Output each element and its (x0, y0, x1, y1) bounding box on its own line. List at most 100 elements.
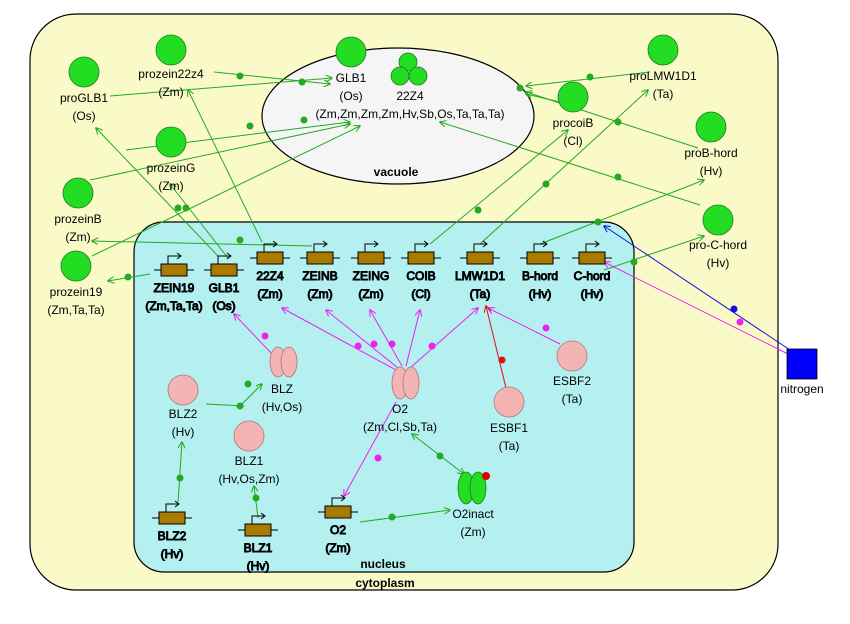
gene-COIB[interactable]: COIB(Cl) (401, 240, 441, 302)
gene-label-Chord: C-hord(Hv) (574, 269, 611, 301)
gene-ZEING[interactable]: ZEING(Zm) (351, 240, 391, 302)
ESBF2-node[interactable] (556, 340, 588, 372)
proChord-node[interactable] (702, 204, 734, 236)
procoiB-node[interactable] (557, 81, 589, 113)
GLB1-node[interactable] (335, 36, 367, 68)
gene-label-COIB: COIB(Cl) (406, 269, 435, 301)
gene-label-LMW1D1: LMW1D1(Ta) (455, 269, 505, 301)
edge-ZEING-prozeinG (170, 184, 229, 259)
reaction-dots-green (124, 72, 638, 521)
gene-label-Z24g: 22Z4(Zm) (256, 269, 284, 301)
gene-ZEINB[interactable]: ZEINB(Zm) (300, 240, 340, 302)
BLZ-node[interactable] (269, 346, 298, 378)
O2-label: O2(Zm,Cl,Sb,Ta) (363, 402, 437, 434)
gene-label-GLB1g: GLB1(Os) (209, 281, 240, 313)
ESBF1-label: ESBF1(Ta) (490, 421, 528, 453)
gene-LMW1D1[interactable]: LMW1D1(Ta) (454, 240, 506, 302)
prozeinG-label: prozeinG(Zm) (147, 161, 196, 193)
edge-O2-COIB (405, 310, 420, 367)
gene-label-O2g: O2(Zm) (325, 523, 350, 555)
edge-O2-LMW1D1 (409, 308, 478, 369)
BLZ2-protein-label: BLZ2(Hv) (169, 407, 198, 439)
edge-proChord-22z4 (440, 122, 701, 206)
gene-Chord[interactable]: C-hord(Hv) (572, 240, 612, 302)
ESBF1-node[interactable] (493, 386, 525, 418)
edge-COIB-procoiB (429, 130, 568, 245)
edge-prozein19-22z4 (91, 126, 360, 257)
edge-ESBF2-LMW1D1 (488, 308, 561, 345)
gene-label-ZEINB: ZEINB(Zm) (302, 269, 337, 301)
gene-label-ZEING: ZEING(Zm) (353, 269, 390, 301)
proGLB1-label: proGLB1(Os) (60, 91, 108, 123)
prozein19-label: prozein19(Zm,Ta,Ta) (47, 285, 104, 317)
gene-label-ZEIN19: ZEIN19(Zm,Ta,Ta) (145, 281, 202, 313)
edge-BLZ-GLB1g (234, 314, 273, 355)
edge-prozeinB-22z4 (89, 124, 350, 181)
nucleus-label: nucleus (360, 557, 406, 571)
edge-Bhord-proBhord (539, 180, 704, 245)
O2inact-marker (482, 472, 490, 480)
edge-ESBF1-LMW1D1 (486, 306, 507, 389)
gene-Z24g[interactable]: 22Z4(Zm) (250, 240, 290, 302)
prozeinG-node[interactable] (155, 126, 187, 158)
ESBF2-label: ESBF2(Ta) (553, 374, 591, 406)
22z4-label: 22Z4(Zm,Zm,Zm,Zm,Hv,Sb,Os,Ta,Ta,Ta) (315, 89, 504, 121)
edge-O2-O2g (344, 401, 397, 496)
prozein22z4-label: prozein22z4(Zm) (138, 67, 204, 99)
nitrogen-label: nitrogen (780, 382, 823, 396)
gene-BLZ2g[interactable]: BLZ2(Hv) (152, 500, 192, 562)
reaction-dots-magenta (261, 318, 744, 462)
BLZ2-protein-node[interactable] (167, 374, 199, 406)
BLZ-label: BLZ(Hv,Os) (262, 382, 302, 414)
edge-Chord-proChord (603, 236, 704, 271)
edge-proBhord-22z4 (526, 92, 699, 149)
proBhord-label: proB-hord(Hv) (684, 146, 737, 178)
gene-Bhord[interactable]: B-hord(Hv) (520, 240, 560, 302)
nitrogen-node[interactable] (786, 348, 818, 380)
proGLB1-node[interactable] (68, 56, 100, 88)
BLZ1-protein-label: BLZ1(Hv,Os,Zm) (218, 454, 279, 486)
gene-ZEIN19[interactable]: ZEIN19(Zm,Ta,Ta) (145, 252, 203, 314)
gene-GLB1g[interactable]: GLB1(Os) (204, 252, 244, 314)
edge-O2-ZEINB (326, 310, 399, 369)
prozeinB-node[interactable] (62, 177, 94, 209)
procoiB-label: procoiB(Cl) (553, 116, 594, 148)
gene-label-BLZ1g: BLZ1(Hv) (244, 541, 273, 573)
O2inact-node[interactable] (457, 471, 487, 505)
edge-O2-ZEING (370, 310, 403, 367)
proLMW1D1-label: proLMW1D1(Ta) (629, 69, 697, 101)
edge-proGLB1-GLB1 (109, 78, 332, 97)
prozeinB-label: prozeinB(Zm) (54, 212, 101, 244)
edge-22z4g-prozein22z4 (188, 90, 263, 243)
edge-BLZ2p-BLZ-b (239, 384, 262, 407)
O2-node[interactable] (391, 366, 420, 400)
prozein19-node[interactable] (60, 250, 92, 282)
22z4-complex-node[interactable] (390, 52, 428, 86)
edge-nitrogen-proChord (604, 262, 789, 355)
gene-BLZ1g[interactable]: BLZ1(Hv) (238, 512, 278, 574)
edge-BLZ1g-BLZ1p (254, 486, 259, 519)
nucleus-compartment (133, 221, 635, 573)
prozein22z4-node[interactable] (155, 34, 187, 66)
vacuole-label: vacuole (374, 165, 419, 179)
edge-nitrogen-Chord (604, 226, 791, 351)
reaction-dot-blue (730, 305, 738, 313)
BLZ1-protein-node[interactable] (233, 420, 265, 452)
proChord-label: pro-C-hord(Hv) (689, 238, 747, 270)
gene-O2g[interactable]: O2(Zm) (318, 494, 358, 556)
gene-label-BLZ2g: BLZ2(Hv) (158, 529, 187, 561)
edge-O2g-O2inact (359, 510, 450, 523)
edge-O2-22z4g (282, 308, 397, 371)
edge-LMW1D1-proLMW1D1 (479, 90, 648, 245)
reaction-dot-red (498, 356, 506, 364)
edge-prozein22z4-22z4 (213, 71, 330, 84)
O2inact-label: O2inact(Zm) (452, 507, 494, 539)
GLB1-label: GLB1(Os) (336, 71, 367, 103)
cytoplasm-label: cytoplasm (355, 576, 414, 590)
edge-GLB1g-proGLB1 (96, 128, 219, 257)
edge-BLZ2g-BLZ2p (177, 442, 182, 503)
gene-label-Bhord: B-hord(Hv) (522, 269, 558, 301)
proBhord-node[interactable] (695, 111, 727, 143)
proLMW1D1-node[interactable] (647, 34, 679, 66)
